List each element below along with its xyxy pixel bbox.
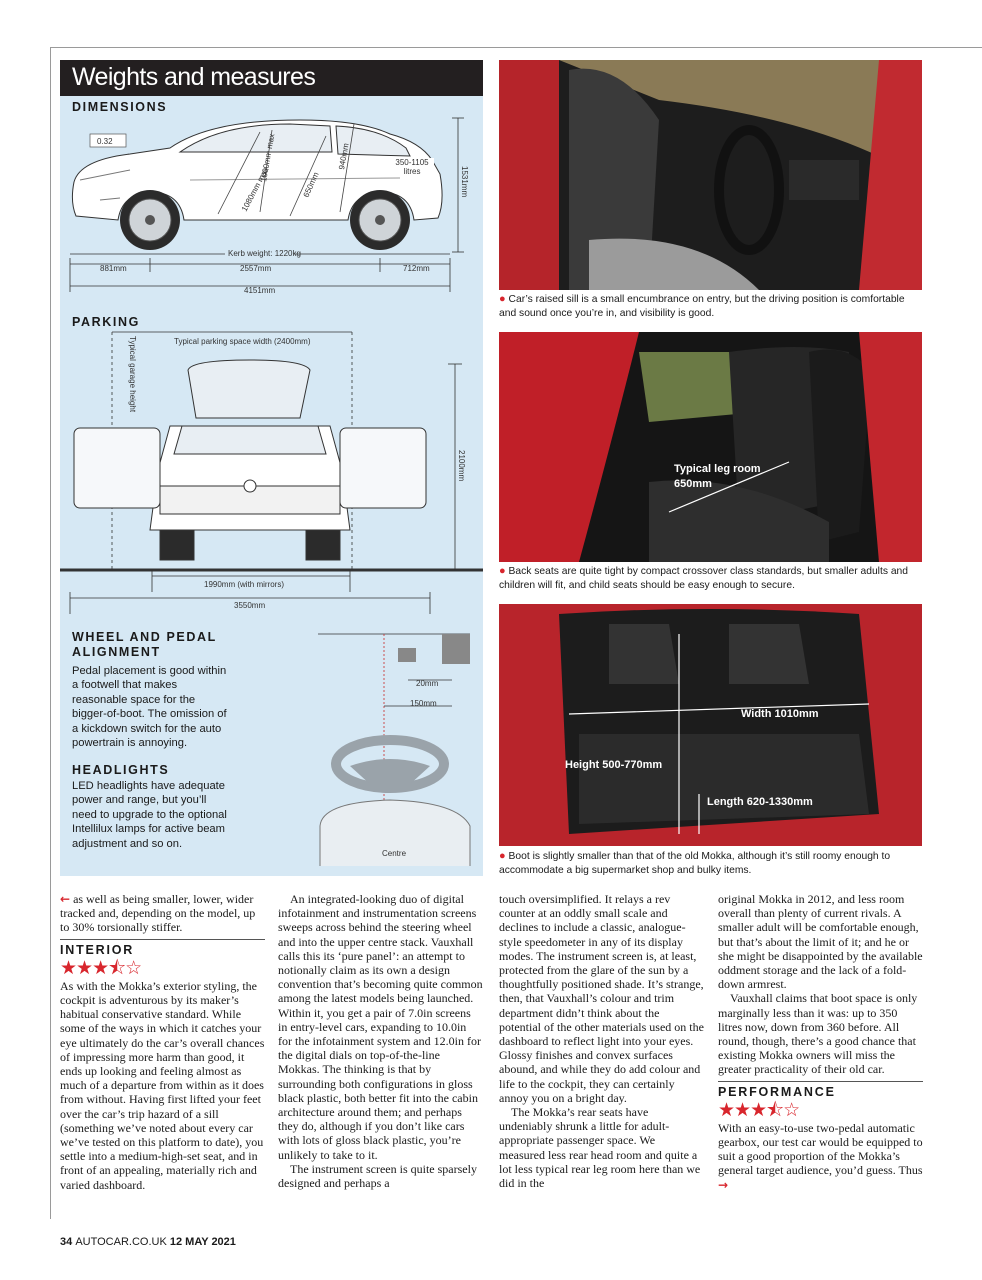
seat-outline xyxy=(319,799,471,866)
length-label: 4151mm xyxy=(244,286,275,295)
photo-rear-seats: Typical leg room 650mm xyxy=(499,332,922,562)
garage-height-label: Typical garage height xyxy=(128,336,137,413)
front-wheel xyxy=(120,190,180,250)
bullet-icon: ● xyxy=(499,293,506,305)
col3-paragraph-2: The Mokka’s rear seats have undeniably s… xyxy=(499,1105,701,1191)
parking-heading: PARKING xyxy=(72,315,140,329)
pedal-offset-label: 150mm xyxy=(410,699,437,708)
boot-height-overlay: Height 500-770mm xyxy=(565,759,662,771)
photo-boot: Width 1010mm Height 500-770mm Length 620… xyxy=(499,604,922,846)
drag-text: 0.32 xyxy=(97,137,113,146)
wheel-pedal-text: Pedal placement is good within a footwel… xyxy=(72,665,227,750)
height-label: 1531mm xyxy=(460,166,469,197)
photo-front-cabin xyxy=(499,60,922,290)
headlights-heading: HEADLIGHTS xyxy=(72,763,170,777)
front-overhang-label: 881mm xyxy=(100,264,127,273)
centre-label: Centre xyxy=(382,849,407,858)
performance-heading: PERFORMANCE xyxy=(718,1080,923,1099)
caption-rear-seats: ● Back seats are quite tight by compact … xyxy=(499,564,922,593)
wheel-pedal-heading: WHEEL AND PEDAL ALIGNMENT xyxy=(72,630,217,659)
legroom-overlay-2: 650mm xyxy=(674,478,712,490)
col3-paragraph-1: touch oversimplified. It relays a rev co… xyxy=(499,892,704,1105)
width-mirrors-label: 1990mm (with mirrors) xyxy=(204,580,284,589)
drag-label: 0.32 xyxy=(89,133,127,148)
interior-rating: ★★★⯪☆ xyxy=(60,956,142,979)
steering-wheel xyxy=(331,735,449,793)
arrow-right-icon: → xyxy=(718,1177,729,1192)
page-footer: 34 AUTOCAR.CO.UK 12 MAY 2021 xyxy=(60,1236,236,1248)
col4-paragraph-2: Vauxhall claims that boot space is only … xyxy=(718,991,918,1077)
brake-pedal xyxy=(398,648,416,662)
kerb-weight-label: Kerb weight: 1220kg xyxy=(228,249,301,258)
width-lines xyxy=(69,570,431,614)
pedal-alignment-diagram: 20mm 150mm Centre xyxy=(318,633,471,866)
col4-paragraph-1: original Mokka in 2012, and less room ov… xyxy=(718,892,923,992)
page-number: 34 xyxy=(60,1236,73,1248)
col4-paragraph-3: With an easy-to-use two-pedal automatic … xyxy=(718,1121,923,1192)
caption-text: Car’s raised sill is a small encumbrance… xyxy=(499,294,905,319)
boot-volume-label: 350-1105 litres xyxy=(390,158,434,176)
boot-width-overlay: Width 1010mm xyxy=(741,708,819,720)
interior-paragraph: As with the Mokka’s exterior styling, th… xyxy=(60,978,265,1192)
performance-text: With an easy-to-use two-pedal automatic … xyxy=(718,1120,923,1178)
dimensions-diagram: 0.32 1080mm max 1000mm max 650mm 940mm 3… xyxy=(69,117,469,295)
article-column-2: An integrated-looking duo of digital inf… xyxy=(278,892,483,1190)
rear-seats-image: Typical leg room 650mm xyxy=(499,332,922,562)
site-name: AUTOCAR.CO.UK xyxy=(75,1236,167,1248)
pedal-gap-label: 20mm xyxy=(416,679,439,688)
headlights-text: LED headlights have adequate power and r… xyxy=(72,780,227,850)
car-side-view xyxy=(71,119,443,221)
bullet-icon: ● xyxy=(499,850,506,862)
performance-rating: ★★★⯪☆ xyxy=(718,1098,800,1121)
bullet-icon: ● xyxy=(499,565,506,577)
lead-text: as well as being smaller, lower, wider t… xyxy=(60,892,256,935)
article-column-1: ← as well as being smaller, lower, wider… xyxy=(60,892,265,1192)
wheelbase-lines xyxy=(69,258,451,292)
front-cabin-image xyxy=(499,60,922,290)
boot-length-overlay: Length 620-1330mm xyxy=(707,796,813,808)
parking-diagram: Typical parking space width (2400mm) Typ… xyxy=(60,331,483,614)
car-rear-view xyxy=(73,359,427,561)
caption-text: Boot is slightly smaller than that of th… xyxy=(499,851,891,876)
interior-heading: INTERIOR xyxy=(60,938,265,957)
wheelbase-label: 2557mm xyxy=(240,264,271,273)
panel-title: Weights and measures xyxy=(60,60,483,96)
top-rule xyxy=(50,47,982,48)
parking-space-label: Typical parking space width (2400mm) xyxy=(174,337,311,346)
accelerator-pedal xyxy=(442,634,470,664)
rear-wheel xyxy=(350,190,410,250)
article-column-3: touch oversimplified. It relays a rev co… xyxy=(499,892,704,1190)
rear-overhang-label: 712mm xyxy=(403,264,430,273)
caption-front-cabin: ● Car’s raised sill is a small encumbran… xyxy=(499,292,922,321)
height-line xyxy=(452,117,464,253)
caption-boot: ● Boot is slightly smaller than that of … xyxy=(499,849,922,878)
caption-text: Back seats are quite tight by compact cr… xyxy=(499,566,909,591)
col2-paragraph-2: The instrument screen is quite sparsely … xyxy=(278,1161,477,1191)
article-column-4: original Mokka in 2012, and less room ov… xyxy=(718,892,923,1192)
garage-frame xyxy=(60,331,483,572)
left-rule xyxy=(50,47,51,1219)
cabin-measure-lines xyxy=(217,123,355,217)
legroom-overlay-1: Typical leg room xyxy=(674,463,761,475)
dimensions-heading: DIMENSIONS xyxy=(72,100,168,114)
col2-paragraph-1: An integrated-looking duo of digital inf… xyxy=(278,892,483,1162)
door-height-label: 2100mm xyxy=(457,450,466,481)
arrow-left-icon: ← xyxy=(60,892,71,906)
issue-date: 12 MAY 2021 xyxy=(169,1236,236,1248)
boot-image: Width 1010mm Height 500-770mm Length 620… xyxy=(499,604,922,846)
lead-paragraph: ← as well as being smaller, lower, wider… xyxy=(60,892,265,935)
width-doors-label: 3550mm xyxy=(234,601,265,610)
